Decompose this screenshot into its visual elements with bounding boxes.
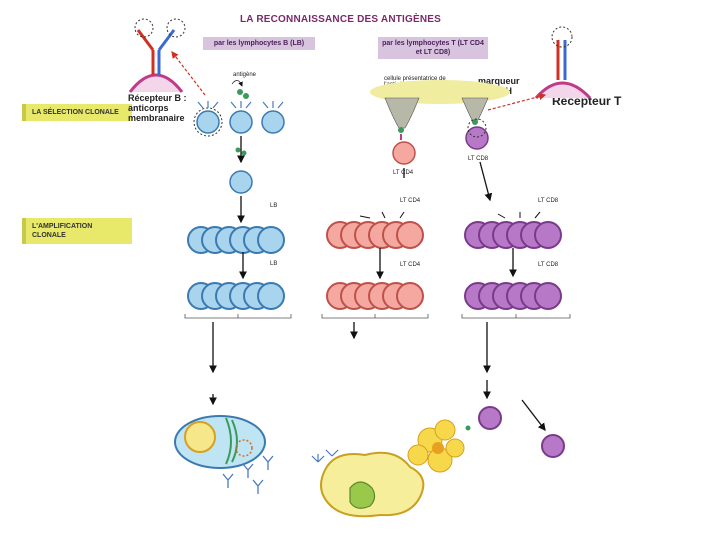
- header-lymphocytes-b: par les lymphocytes B (LB): [203, 37, 315, 50]
- lt-cd8-clone-row-2: [464, 282, 562, 310]
- lb-activated-cell: [229, 170, 253, 194]
- b-receptor-antibody-icon: [128, 18, 186, 93]
- label-lt-cd4-row2: LT CD4: [400, 262, 421, 268]
- lb-cells-selection: [193, 80, 285, 137]
- cmh-marker-cd8: [461, 97, 489, 121]
- infected-cell-cluster-icon: [407, 419, 465, 473]
- lb-clone-row-1: [187, 226, 285, 254]
- diagram-title: LA RECONNAISSANCE DES ANTIGÈNES: [240, 14, 442, 25]
- label-lb-row1: LB: [270, 203, 278, 209]
- label-lt-cd4-selection: LT CD4: [393, 170, 414, 176]
- cmh-marker-cd4: [384, 97, 420, 129]
- label-lt-cd8-selection: LT CD8: [468, 156, 489, 162]
- label-lt-cd4-row1: LT CD4: [400, 198, 421, 204]
- plasmocyte-cell-icon: [174, 415, 266, 469]
- lt-cd8-effector-cell: [478, 406, 502, 430]
- antibodies-icon: [222, 455, 274, 494]
- side-label-amplification-clonale: L'AMPLIFICATION CLONALE: [22, 218, 132, 244]
- label-antigene: antigène: [233, 72, 257, 78]
- lt-cd8-clone-row-1: [464, 221, 562, 249]
- lt-cd4-clone-row-1: [326, 221, 424, 249]
- label-lt-cd8-row2: LT CD8: [538, 262, 559, 268]
- lb-clone-row-2: [187, 282, 285, 310]
- dashed-arrow-b: [171, 51, 206, 96]
- lt-cd8-cell-selection: [465, 126, 489, 150]
- label-recepteur-b: Récepteur B : anticorps membranaire: [128, 93, 187, 123]
- t-receptor-icon: [534, 26, 592, 100]
- lt-cd4-cell-selection: [392, 141, 416, 165]
- lt-cd4-clone-row-2: [326, 282, 424, 310]
- lt-cd8-memory-cell: [541, 434, 565, 458]
- macrophage-cell-icon: [311, 449, 425, 518]
- label-lb-row2: LB: [270, 261, 278, 267]
- label-lt-cd8-row1: LT CD8: [538, 198, 559, 204]
- header-lymphocytes-t: par les lymphocytes T (LT CD4 et LT CD8): [378, 37, 488, 59]
- side-label-selection-clonale: LA SÉLECTION CLONALE: [22, 104, 132, 121]
